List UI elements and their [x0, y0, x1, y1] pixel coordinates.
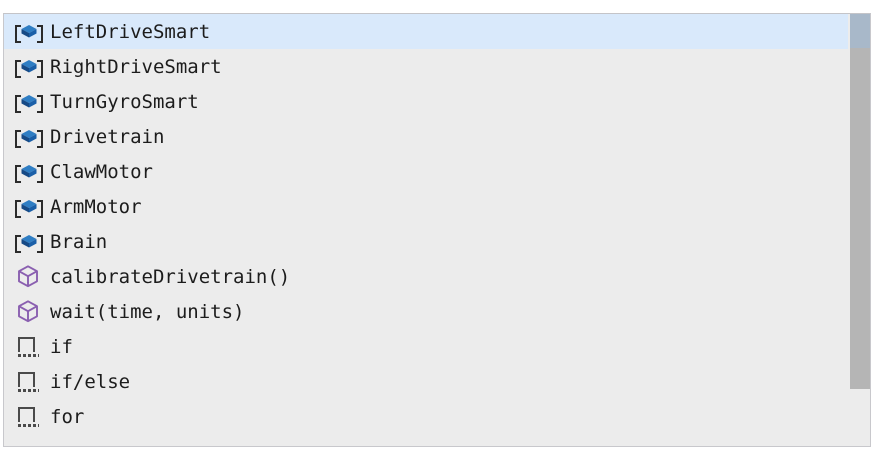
list-item-label: wait(time, units): [50, 300, 245, 323]
bracket-right-icon: [37, 59, 43, 78]
purple-cube-glyph: [18, 299, 38, 322]
bracket-left-icon: [15, 94, 21, 113]
list-item-label: LeftDriveSmart: [50, 20, 211, 43]
vertical-scrollbar-track[interactable]: [848, 14, 870, 446]
list-item-label: if: [50, 335, 73, 358]
list-item[interactable]: for: [4, 399, 848, 434]
bracket-right-icon: [37, 199, 43, 218]
control-block-body: [18, 406, 35, 422]
control-block-body: [18, 336, 35, 352]
blue-box-glyph: [21, 129, 37, 142]
list-item-label: ArmMotor: [50, 195, 142, 218]
device-object-icon: [15, 232, 43, 253]
bracket-right-icon: [37, 164, 43, 183]
blue-box-glyph: [21, 164, 37, 177]
bracket-right-icon: [37, 94, 43, 113]
scrollbar-thumb-highlight: [850, 14, 870, 48]
blue-box-glyph: [21, 59, 37, 72]
bracket-left-icon: [15, 164, 21, 183]
control-block-body: [18, 371, 35, 387]
function-block-icon: [15, 299, 43, 324]
control-block-dotted-edge: [18, 388, 39, 392]
blue-box-glyph: [21, 24, 37, 37]
device-object-icon: [15, 162, 43, 183]
control-block-dotted-edge: [18, 423, 39, 427]
bracket-left-icon: [15, 234, 21, 253]
function-block-icon: [15, 264, 43, 289]
device-object-icon: [15, 57, 43, 78]
bracket-left-icon: [15, 59, 21, 78]
list-item[interactable]: TurnGyroSmart: [4, 84, 848, 119]
blue-box-glyph: [21, 234, 37, 247]
vertical-scrollbar-thumb[interactable]: [850, 14, 870, 389]
bracket-right-icon: [37, 24, 43, 43]
list-item[interactable]: Brain: [4, 224, 848, 259]
device-object-icon: [15, 92, 43, 113]
list-item-label: RightDriveSmart: [50, 55, 222, 78]
list-item-label: Drivetrain: [50, 125, 165, 148]
list-item-label: Brain: [50, 230, 108, 253]
device-object-icon: [15, 22, 43, 43]
blue-box-glyph: [21, 94, 37, 107]
control-block-icon: [15, 335, 43, 359]
list-item-label: for: [50, 405, 85, 428]
device-object-icon: [15, 127, 43, 148]
list-item[interactable]: LeftDriveSmart: [4, 14, 848, 49]
list-item[interactable]: ArmMotor: [4, 189, 848, 224]
bracket-left-icon: [15, 24, 21, 43]
control-block-icon: [15, 370, 43, 394]
bracket-left-icon: [15, 129, 21, 148]
blue-box-glyph: [21, 199, 37, 212]
bracket-right-icon: [37, 129, 43, 148]
purple-cube-glyph: [18, 264, 38, 287]
list-item-label: TurnGyroSmart: [50, 90, 199, 113]
list-item[interactable]: if/else: [4, 364, 848, 399]
control-block-dotted-edge: [18, 353, 39, 357]
list-item[interactable]: ClawMotor: [4, 154, 848, 189]
list-item-label: calibrateDrivetrain(): [50, 265, 291, 288]
list-item[interactable]: calibrateDrivetrain(): [4, 259, 848, 294]
list-item[interactable]: wait(time, units): [4, 294, 848, 329]
device-object-icon: [15, 197, 43, 218]
list-item-label: if/else: [50, 370, 131, 393]
bracket-right-icon: [37, 234, 43, 253]
list-item[interactable]: Drivetrain: [4, 119, 848, 154]
list-item[interactable]: if: [4, 329, 848, 364]
list-item[interactable]: RightDriveSmart: [4, 49, 848, 84]
bracket-left-icon: [15, 199, 21, 218]
control-block-icon: [15, 405, 43, 429]
list-item-label: ClawMotor: [50, 160, 153, 183]
